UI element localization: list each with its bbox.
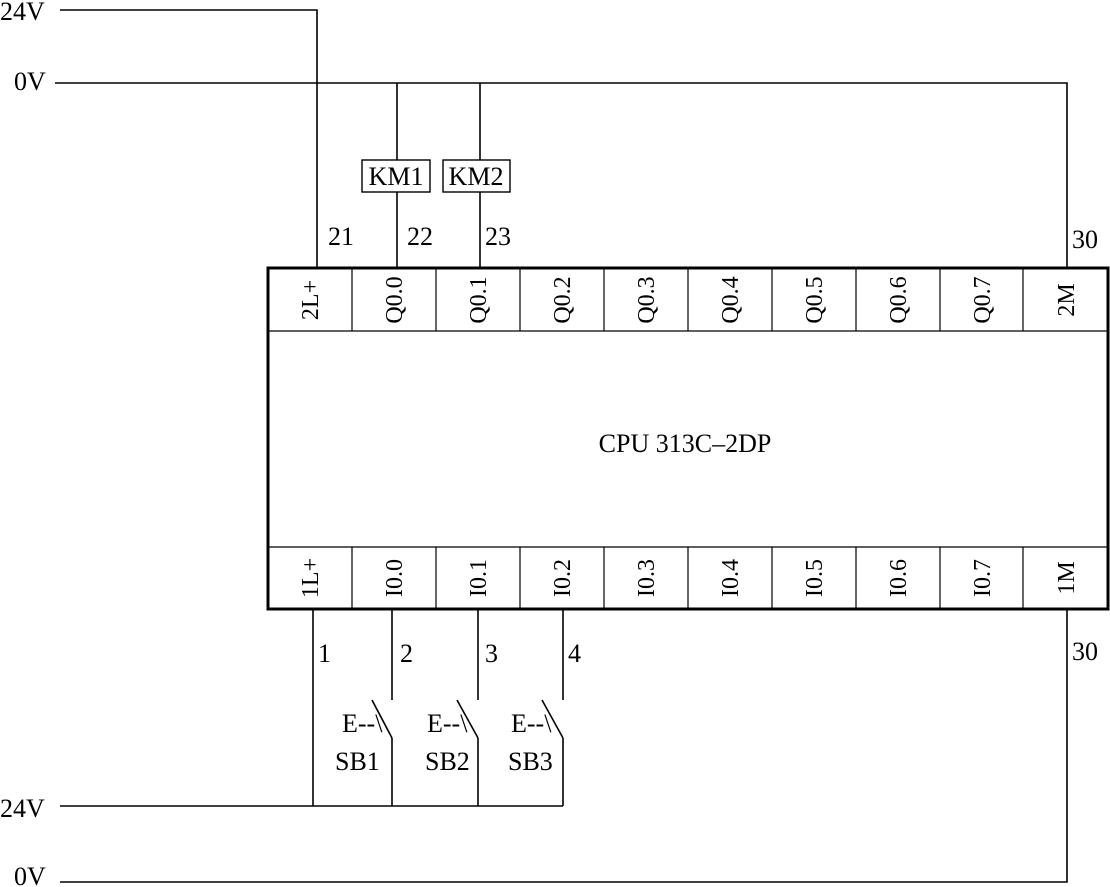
wire-number-30-bottom: 30 [1072,637,1098,666]
wire-number-1: 1 [318,639,331,668]
cpu-label: CPU 313C–2DP [599,429,772,458]
terminal-q0-1: Q0.1 [466,276,492,323]
bottom-0v-label: 0V [14,862,46,887]
pushbutton-sb1-symbol: E--\ [342,709,383,738]
terminal-q0-7: Q0.7 [970,276,996,323]
wire-number-2: 2 [400,639,413,668]
terminal-2m: 2M [1054,283,1080,316]
terminal-q0-2: Q0.2 [550,276,576,323]
wire-number-22: 22 [407,222,433,251]
wire-number-23: 23 [485,222,511,251]
wire-number-30-top: 30 [1072,225,1098,254]
terminal-i0-6: I0.6 [886,559,912,597]
top-0v-label: 0V [14,67,46,96]
top-24v-wire [60,9,318,268]
coil-km2-label: KM2 [449,162,504,191]
terminal-i0-7: I0.7 [970,559,996,597]
wire-number-3: 3 [485,639,498,668]
terminal-q0-5: Q0.5 [802,276,828,323]
coil-km2: KM2 [442,159,511,193]
coil-km1-label: KM1 [369,162,424,191]
terminal-2l-plus: 2L+ [298,280,324,320]
pushbutton-sb3-symbol: E--\ [511,709,552,738]
pushbutton-sb1 [371,609,393,806]
output-terminal-row: 2L+ Q0.0 Q0.1 Q0.2 Q0.3 Q0.4 Q0.5 Q0.6 Q… [298,276,1080,323]
coil-km1: KM1 [361,159,431,193]
terminal-1m: 1M [1054,561,1080,594]
bottom-24v-label: 24V [0,794,45,823]
terminal-q0-0: Q0.0 [382,276,408,323]
terminal-i0-5: I0.5 [802,559,828,597]
terminal-i0-2: I0.2 [550,559,576,597]
terminal-1l-plus: 1L+ [298,558,324,598]
pushbutton-sb2 [456,609,479,806]
terminal-i0-0: I0.0 [382,559,408,597]
input-terminal-row: 1L+ I0.0 I0.1 I0.2 I0.3 I0.4 I0.5 I0.6 I… [298,558,1080,598]
bottom-0v-wire [60,609,1068,883]
wire-number-21: 21 [328,222,354,251]
pushbutton-sb3 [541,609,564,806]
terminal-q0-6: Q0.6 [886,276,912,323]
pushbutton-sb2-label: SB2 [425,747,470,776]
wire-number-4: 4 [568,639,581,668]
terminal-q0-3: Q0.3 [634,276,660,323]
pushbutton-sb1-label: SB1 [335,747,380,776]
pushbutton-sb3-label: SB3 [508,747,553,776]
top-0v-wire [55,82,1068,268]
terminal-i0-1: I0.1 [466,559,492,597]
terminal-i0-4: I0.4 [718,559,744,597]
terminal-cell-dividers [351,268,1024,609]
pushbutton-sb2-symbol: E--\ [427,709,468,738]
top-24v-label: 24V [0,0,45,26]
terminal-q0-4: Q0.4 [718,276,744,323]
terminal-i0-3: I0.3 [634,559,660,597]
